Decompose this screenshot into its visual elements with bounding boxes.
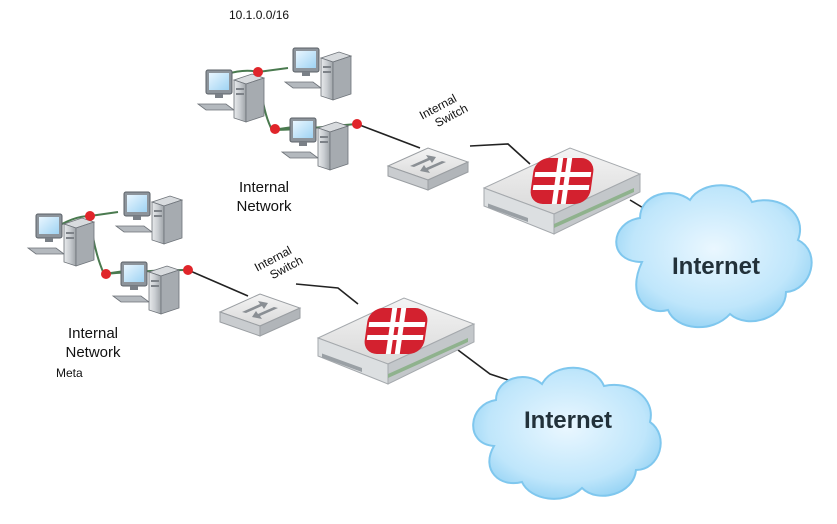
meta-label: Meta [56, 366, 83, 380]
internal-switch[interactable] [219, 293, 301, 337]
internet-label: Internet [524, 407, 612, 434]
internet-label: Internet [672, 253, 760, 280]
network-label-line2: Network [236, 198, 292, 215]
firewall-appliance[interactable] [317, 297, 475, 385]
workstation-3[interactable] [281, 117, 349, 171]
network-label-line1: Internal [67, 325, 119, 342]
subnet-label: 10.1.0.0/16 [229, 8, 290, 22]
top-site: Internet [197, 47, 813, 328]
bottom-site: Internet [27, 191, 662, 500]
node-dot [352, 119, 362, 129]
network-label-line2: Network [65, 344, 121, 361]
node-dot [85, 211, 95, 221]
internal-switch[interactable] [387, 147, 469, 191]
node-dot [101, 269, 111, 279]
workstation-5[interactable] [115, 191, 183, 245]
workstation-2[interactable] [284, 47, 352, 101]
firewall-appliance[interactable] [483, 147, 641, 235]
internet-cloud: Internet [615, 184, 813, 328]
firewall-cable [295, 283, 359, 305]
node-dot [253, 67, 263, 77]
workstation-6[interactable] [112, 261, 180, 315]
workstation-4[interactable] [27, 213, 95, 267]
internal-network-label: Internal Network [58, 324, 128, 362]
firewall-cable [469, 143, 531, 165]
node-dot [270, 124, 280, 134]
internal-network-label: Internal Network [229, 178, 299, 216]
switch-uplink-cable [356, 123, 421, 149]
workstation-1[interactable] [197, 69, 265, 123]
network-label-line1: Internal [238, 179, 290, 196]
node-dot [183, 265, 193, 275]
switch-uplink-cable [187, 269, 249, 297]
internet-cloud: Internet [472, 366, 662, 500]
